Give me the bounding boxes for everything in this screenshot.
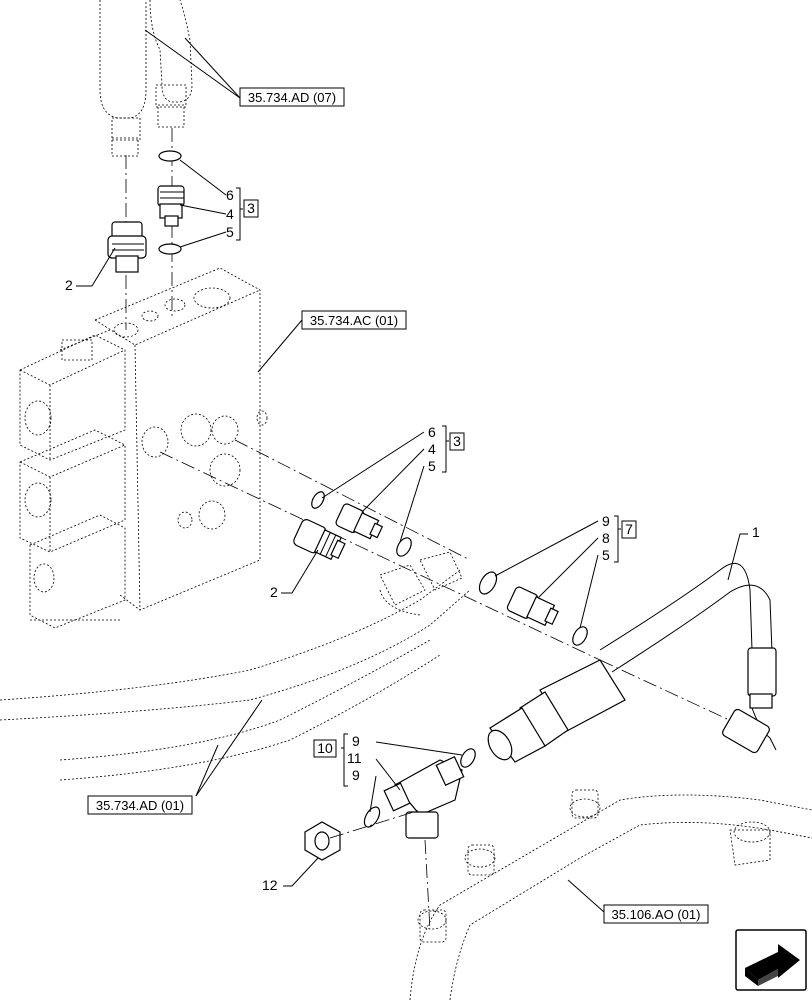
kit7-item-5: 5 [602,547,610,563]
bracket-kit10 [341,733,348,787]
ref-label-ad07: 35.734.AD (07) [248,90,336,105]
hose-assembly-1 [487,562,777,763]
adapter-2-mid [293,519,346,561]
centerline [424,839,431,931]
leader-lines [76,29,748,913]
kit3-top-item-5: 5 [226,224,234,240]
kit10-item-11: 11 [347,750,362,766]
ref-box-ad01[interactable]: 35.734.AD (01) [87,795,193,815]
callout-1: 1 [752,524,760,540]
ref-box-ac01[interactable]: 35.734.AC (01) [301,310,407,330]
adapter-2-top [107,221,147,273]
ref-box-ad07[interactable]: 35.734.AD (07) [239,87,345,107]
kit7-item-8: 8 [602,530,610,546]
callout-2-mid: 2 [270,584,278,600]
kit3-top-box: 3 [243,199,259,218]
fitting-4-top [157,185,185,227]
nut-12 [304,821,341,861]
o-ring-5-right [572,626,588,646]
bracket-kit3-top [236,187,243,241]
kit3-top-item-4: 4 [226,206,234,222]
ref-label-ao01: 35.106.AO (01) [612,907,701,922]
kit3-mid-item-5: 5 [428,458,436,474]
kit10-item-9b: 9 [352,767,360,783]
kit3-mid-box: 3 [449,432,465,451]
centerline [159,451,601,661]
o-ring-5-mid [396,537,412,557]
top-hoses-ghost [99,0,193,157]
kit10-item-9: 9 [352,733,360,749]
bottom-manifold-ghost [409,789,812,1000]
svg-text:3: 3 [247,200,255,216]
ref-box-ao01[interactable]: 35.106.AO (01) [603,904,709,924]
centerline [599,659,741,726]
callout-2-top: 2 [65,277,73,293]
bracket-kit3-mid [442,425,449,473]
centerline [329,809,421,839]
bracket-kit7 [614,515,621,563]
lower-hoses-ghost [0,551,471,781]
o-ring-9 [478,571,498,595]
valve-block-ghost [19,267,268,629]
callout-12: 12 [262,877,278,893]
o-ring-6-mid [311,491,325,509]
o-ring-5-top [158,243,182,255]
ref-label-ac01: 35.734.AC (01) [310,313,398,328]
kit7-box: 7 [621,520,637,539]
centerline [234,439,471,561]
kit10-box: 10 [313,739,337,758]
fitting-8 [506,586,559,627]
tee-fitting-11 [383,756,465,839]
kit3-mid-item-6: 6 [428,424,436,440]
o-ring-9-tee-left [363,806,381,828]
kit7-item-9: 9 [602,513,610,529]
svg-text:10: 10 [317,740,333,756]
o-ring-9-tee-top [460,748,476,768]
fitting-4-mid [335,503,384,540]
svg-text:7: 7 [625,521,633,537]
kit3-top-item-6: 6 [226,187,234,203]
next-page-arrow-icon[interactable] [735,929,807,991]
ref-label-ad01: 35.734.AD (01) [96,798,184,813]
o-ring-6-top [158,150,182,162]
kit3-mid-item-4: 4 [428,441,436,457]
svg-text:3: 3 [453,433,461,449]
